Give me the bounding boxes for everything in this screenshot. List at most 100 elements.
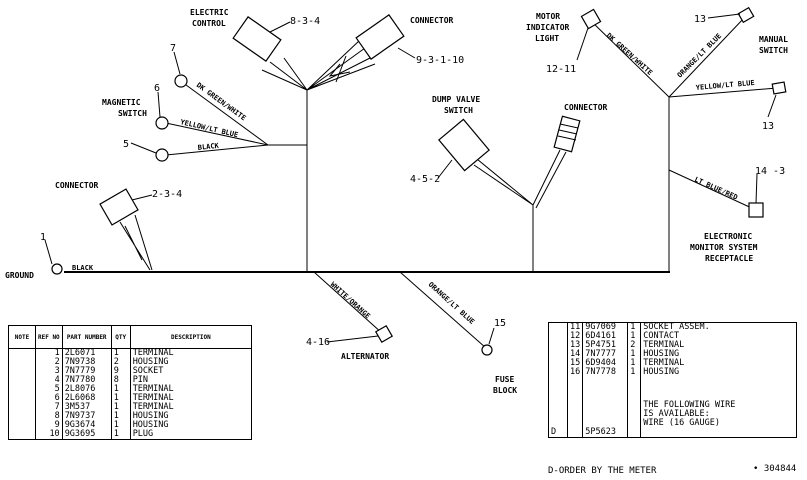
table-cell <box>641 428 797 438</box>
table-cell <box>567 377 584 401</box>
header-description: DESCRIPTION <box>130 325 252 349</box>
table-cell: 8 <box>35 412 63 421</box>
table-cell: HOUSING <box>643 367 680 377</box>
note-row: WIRE (16 GAUGE) <box>548 418 797 428</box>
table-cell: 2 <box>111 358 131 367</box>
fuse-block-terminal <box>481 344 493 356</box>
table-cell: 1 <box>627 332 642 341</box>
table-cell <box>548 341 568 350</box>
table-cell <box>8 376 36 385</box>
table-cell: 7N7779 <box>62 367 112 376</box>
table-cell <box>548 350 568 359</box>
table-cell: 1 <box>627 350 642 359</box>
callout-13-top: 13 <box>694 14 706 25</box>
label-dump-valve-1: DUMP VALVE <box>432 95 480 104</box>
table-cell: 13 <box>567 341 584 350</box>
wire-lt-blue-red <box>668 169 757 211</box>
table-cell: HOUSING <box>132 357 169 367</box>
manual-switch-terminal-a <box>737 6 755 24</box>
table-cell: 6D9404 <box>582 359 629 368</box>
header-ref-no: REF NO <box>35 325 63 349</box>
terminal-6 <box>155 116 169 130</box>
table-cell: 9G7069 <box>582 322 629 332</box>
table-cell: TERMINAL <box>132 393 174 403</box>
wire-yellow-lt-blue-1 <box>165 122 269 146</box>
table-cell: 2 <box>627 341 642 350</box>
table-cell: HOUSING <box>132 420 169 430</box>
table-cell: 7N7778 <box>582 368 629 377</box>
table-cell: 1 <box>111 421 131 430</box>
wire-note-line: THE FOLLOWING WIRE <box>643 400 736 410</box>
table-cell: 1 <box>627 359 642 368</box>
connector-mid-ribs <box>557 123 579 141</box>
table-cell: 11 <box>567 322 584 332</box>
wire-label-dk-green-white-1: DK GREEN/WHITE <box>195 81 247 122</box>
electronic-monitor-receptacle <box>748 202 764 218</box>
table-cell: 3M537 <box>62 403 112 412</box>
label-electronic-monitor-1: ELECTRONIC <box>704 232 752 241</box>
wire-dk-green-white-1 <box>181 81 269 146</box>
note-row: THE FOLLOWING WIRE <box>548 400 797 410</box>
parts-table-header: NOTE REF NO PART NUMBER QTY DESCRIPTION <box>8 325 252 349</box>
label-motor-indicator-3: LIGHT <box>535 34 559 43</box>
label-connector-top: CONNECTOR <box>410 16 454 25</box>
table-row <box>548 377 797 401</box>
connector-top-housing <box>355 14 405 60</box>
leader-lines <box>44 13 777 345</box>
table-cell: 7N7780 <box>62 376 112 385</box>
table-cell <box>8 348 36 358</box>
table-cell: 2L6068 <box>62 394 112 403</box>
electric-control-housing <box>232 16 282 62</box>
table-cell: 4 <box>35 376 63 385</box>
table-cell: 5P4751 <box>582 341 629 350</box>
callout-7: 7 <box>170 43 176 54</box>
wire-black-1 <box>165 144 269 156</box>
wire-label-white-orange: WHITE/ORANGE <box>329 281 372 321</box>
table-cell: 7 <box>35 403 63 412</box>
table-cell: 1 <box>111 430 131 440</box>
table-cell <box>627 377 642 401</box>
connector-mid-wires <box>532 149 567 209</box>
manual-switch-terminal-b <box>771 81 787 95</box>
wire-label-lt-blue-red: LT BLUE/RED <box>693 176 739 202</box>
table-cell: TERMINAL <box>643 340 685 350</box>
motor-indicator-light-socket <box>580 8 602 30</box>
table-cell: 1 <box>111 348 131 358</box>
label-motor-indicator-2: INDICATOR <box>526 23 570 32</box>
table-cell: SOCKET ASSEM. <box>643 322 710 332</box>
wire-note-line: WIRE (16 GAUGE) <box>643 418 721 428</box>
table-cell: 9G3674 <box>62 421 112 430</box>
table-cell: D <box>548 428 568 438</box>
wire-orange-lt-blue-2 <box>399 271 487 349</box>
table-cell: 8 <box>111 376 131 385</box>
table-cell <box>548 332 568 341</box>
wire-label-orange-lt-blue-2: ORANGE/LT BLUE <box>427 281 476 326</box>
table-cell <box>548 322 568 332</box>
connector-left-housing <box>99 188 139 226</box>
table-cell: 7N9738 <box>62 358 112 367</box>
table-cell <box>548 377 568 401</box>
connector-mid-body <box>553 115 581 153</box>
wire-orange-lt-blue-1 <box>668 16 746 98</box>
wire-label-black-1: BLACK <box>197 142 220 152</box>
table-cell: 1 <box>111 394 131 403</box>
connector-top-lacing <box>328 55 351 83</box>
label-ground: GROUND <box>5 271 34 280</box>
label-connector-mid: CONNECTOR <box>564 103 608 112</box>
table-cell: TERMINAL <box>132 384 174 394</box>
table-cell: 9G3695 <box>62 430 112 440</box>
ground-terminal <box>51 263 63 275</box>
label-fuse-block-2: BLOCK <box>493 386 517 395</box>
table-cell: 15 <box>567 359 584 368</box>
table-cell: 9 <box>35 421 63 430</box>
